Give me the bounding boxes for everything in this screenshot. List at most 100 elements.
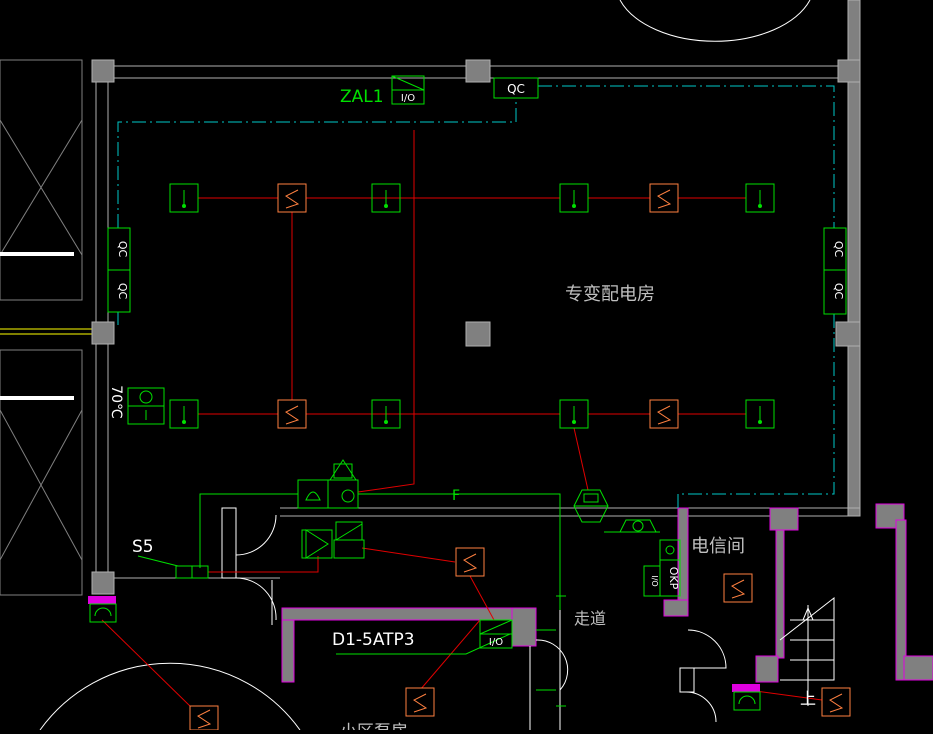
wire-feed [357, 130, 415, 493]
emergency-light-2[interactable] [732, 684, 761, 711]
qc-top[interactable]: QC [493, 77, 539, 99]
green-wiring [137, 493, 660, 707]
sensor-5[interactable] [455, 547, 485, 577]
left-white-mark-2 [0, 396, 74, 400]
qc-right-2-label: QC [832, 283, 845, 300]
equip-bell [297, 479, 329, 509]
column-d1-right [511, 607, 537, 647]
okp-panel[interactable] [643, 539, 681, 597]
bell-icon [305, 491, 321, 501]
okp-label: OKP [667, 567, 680, 590]
sensor-1[interactable] [277, 183, 307, 213]
detector-8[interactable] [745, 399, 775, 429]
fire-damper-bottom [127, 405, 165, 425]
cyan-line-left-top [117, 100, 517, 228]
detector-2[interactable] [371, 183, 401, 213]
wall-electric-foot [663, 599, 689, 617]
qc-right-1-label: QC [832, 241, 845, 258]
stairs [779, 596, 835, 706]
door-1-frame [221, 507, 237, 579]
qc-right[interactable]: QC QC [823, 227, 847, 315]
sensor-9[interactable] [821, 687, 851, 717]
columns [91, 59, 861, 595]
panel-zal1-diag [391, 75, 425, 91]
wire-to-exhaust [573, 427, 589, 491]
emergency-light-1-box [89, 603, 117, 623]
left-shaft-cross-2 [0, 119, 83, 256]
emergency-light-1-bar [88, 596, 116, 604]
detector-row-top [169, 183, 775, 213]
okp-top-box [659, 539, 681, 561]
wire-to-d1 [469, 575, 495, 621]
equip-circle [327, 479, 359, 509]
equip-valve-2-top [335, 521, 363, 541]
stair-arrow-head [802, 606, 814, 621]
s5-leader [137, 555, 179, 567]
red-wiring [101, 130, 823, 709]
sensor-7[interactable] [189, 705, 219, 731]
sensor-4[interactable] [649, 399, 679, 429]
detector-4[interactable] [745, 183, 775, 213]
lower-right-walls [281, 503, 933, 683]
room-bottom-label: 小区泵房 [340, 722, 408, 730]
emergency-light-1-arc [94, 607, 112, 617]
wall-right-lower [895, 519, 907, 681]
exhaust-fan-2[interactable] [619, 519, 657, 533]
s5-unit[interactable] [175, 565, 209, 579]
panel-io-label: I/O [401, 93, 415, 104]
top-arc [619, 0, 811, 42]
equip-valve-2-diag [335, 523, 363, 541]
emergency-light-2-arc [738, 695, 756, 705]
panel-d1[interactable] [479, 619, 513, 649]
detector-6[interactable] [371, 399, 401, 429]
column-bottom-left [91, 571, 115, 595]
wire-to-switch [361, 547, 456, 563]
fire-damper[interactable] [127, 387, 165, 425]
sensor-6[interactable] [405, 687, 435, 717]
exhaust-fan-1-inner [583, 493, 599, 503]
left-white-mark-1 [0, 252, 74, 256]
column-center [465, 321, 491, 347]
temp-70-label: 70℃ [108, 385, 124, 419]
column-electric-bottom [755, 655, 779, 683]
detector-1[interactable] [169, 183, 199, 213]
column-electric-top [769, 507, 799, 531]
panel-zal1-io-box [391, 89, 425, 105]
left-shaft-lower [0, 349, 83, 596]
column-mid-right [835, 321, 861, 347]
green-wire-s5 [199, 493, 298, 568]
room-main-label: 专变配电房 [565, 284, 655, 305]
sensor-8[interactable] [723, 573, 753, 603]
detector-5[interactable] [169, 399, 199, 429]
okp-io-label: I/O [650, 575, 659, 586]
column-mid-left [91, 321, 115, 345]
detector-7[interactable] [559, 399, 589, 429]
qc-right-box [823, 227, 847, 315]
door-arcs [39, 0, 811, 731]
cyan-line-right-bottom [677, 314, 835, 508]
detector-3[interactable] [559, 183, 589, 213]
sensor-3[interactable] [277, 399, 307, 429]
door-4-frame [679, 667, 695, 693]
detector-row-bottom [169, 399, 775, 429]
qc-left[interactable]: QC QC [107, 227, 131, 313]
equipment-cluster[interactable] [297, 459, 365, 559]
exhaust-fan-2-icon [632, 520, 644, 532]
door-4 [687, 629, 727, 669]
panel-zal1[interactable]: I/O [391, 75, 425, 105]
wall-d1-top [281, 607, 533, 621]
column-right-2 [903, 655, 933, 681]
emergency-light-1[interactable] [88, 596, 117, 623]
stair-up-label: 上 [800, 689, 816, 708]
left-shaft-cross-4 [0, 409, 83, 561]
door-2 [235, 577, 277, 621]
qc-left-1-label: QC [116, 241, 129, 258]
d1-leader [336, 633, 511, 655]
sensor-2[interactable] [649, 183, 679, 213]
wire-bottom-left [101, 619, 193, 709]
s5-label: S5 [132, 537, 154, 557]
exhaust-fan-1[interactable] [573, 489, 609, 523]
equip-top [333, 463, 353, 479]
